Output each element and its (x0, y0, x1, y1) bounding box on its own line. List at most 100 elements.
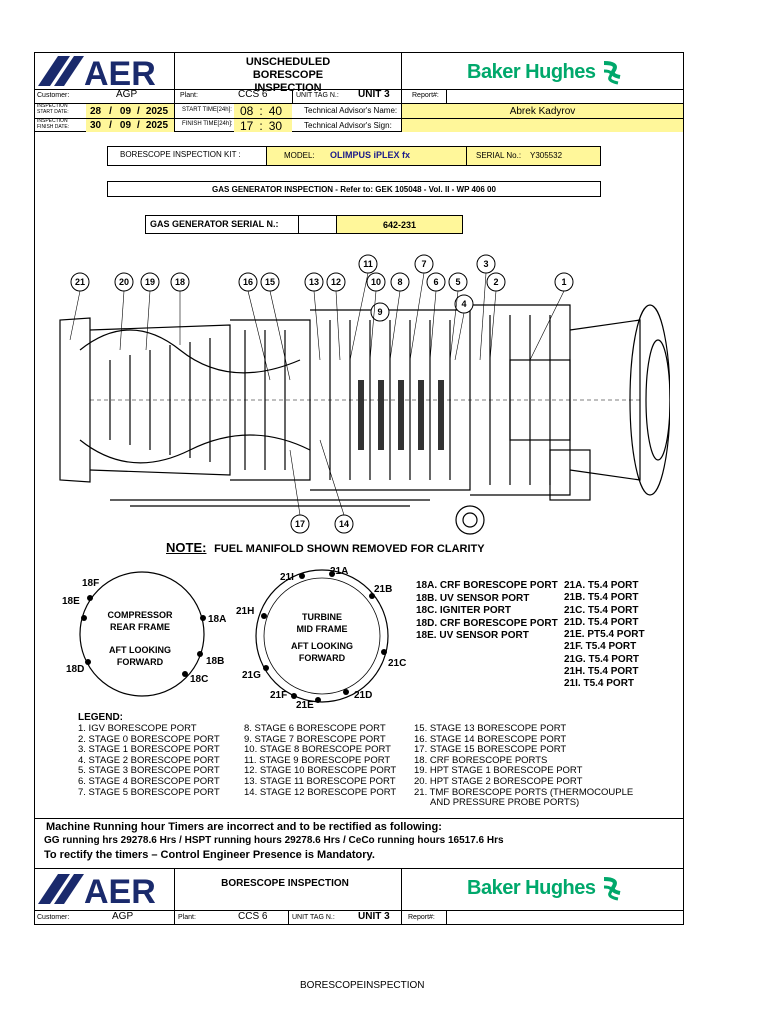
tmf-diagram: 21I 21A 21B 21H 21C 21G 21D 21F 21E TURB… (236, 566, 406, 710)
callout-5: 5 (455, 277, 460, 287)
callout-20: 20 (119, 277, 129, 287)
callout-10: 10 (371, 277, 381, 287)
gg-inspection-reference: GAS GENERATOR INSPECTION - Refer to: GEK… (107, 181, 601, 197)
finish-hour: 17 (240, 118, 254, 133)
port-21b: 21B (374, 584, 392, 595)
callout-7: 7 (421, 259, 426, 269)
port-21e: 21E (296, 700, 314, 710)
start-minute: 40 (268, 104, 283, 118)
footer-customer-value: AGP (112, 911, 134, 922)
footer-title: BORESCOPE INSPECTION (221, 877, 349, 889)
callout-3: 3 (483, 259, 488, 269)
port-18e-desc: 18E. UV SENSOR PORT (416, 630, 529, 641)
start-time-label: START TIME[24h]: (182, 107, 232, 113)
page-footer: BORESCOPEINSPECTION (300, 980, 425, 991)
legend-title: LEGEND: (78, 712, 123, 723)
port-18a-desc: 18A. CRF BORESCOPE PORT (416, 580, 558, 591)
finish-date-label: INSPECTION FINISH DATE: (37, 118, 70, 130)
tmf-sub-2: FORWARD (299, 653, 346, 663)
port-18c: 18C (190, 674, 208, 685)
remarks: Machine Running hour Timers are incorrec… (44, 820, 504, 862)
port-21i: 21I (280, 572, 294, 583)
crf-sub-2: FORWARD (117, 657, 164, 667)
callout-12: 12 (331, 277, 341, 287)
port-18d-desc: 18D. CRF BORESCOPE PORT (416, 617, 558, 629)
footer-unit-tag-value: UNIT 3 (358, 911, 390, 922)
aer-logo: AER (36, 54, 174, 88)
footer-customer-label: Customer: (37, 914, 70, 921)
note-text: FUEL MANIFOLD SHOWN REMOVED FOR CLARITY (214, 543, 485, 555)
remarks-line-1: Machine Running hour Timers are incorrec… (46, 821, 442, 833)
callout-6: 6 (433, 277, 438, 287)
callout-4: 4 (461, 299, 466, 309)
start-month: 09 (119, 105, 132, 117)
plant-value: CCS 6 (238, 89, 268, 100)
customer-value: AGP (116, 89, 138, 100)
port-18e: 18E (62, 596, 80, 607)
start-hour: 08 (240, 104, 254, 118)
start-year: 2025 (145, 105, 169, 117)
port-21g: 21G (242, 670, 261, 681)
callout-21: 21 (75, 277, 85, 287)
port-21f: 21F (270, 690, 287, 701)
ports-21-list: 21A. T5.4 PORT 21B. T5.4 PORT 21C. T5.4 … (564, 580, 645, 690)
baker-hughes-icon (603, 61, 620, 85)
crf-sub-1: AFT LOOKING (109, 645, 171, 655)
crf-title-2: REAR FRAME (110, 622, 170, 632)
callout-18: 18 (175, 277, 185, 287)
footer-report-label: Report#: (408, 914, 435, 921)
gg-serial-value: 642-231 (337, 216, 462, 233)
kit-label: BORESCOPE INSPECTION KIT : (120, 150, 241, 159)
footer-baker-hughes-logo: Baker Hughes (467, 874, 627, 902)
callout-9: 9 (377, 307, 382, 317)
footer-plant-label: Plant: (178, 914, 196, 921)
finish-day: 30 (90, 120, 102, 131)
advisor-sign-field[interactable] (402, 119, 683, 132)
finish-time-label: FINISH TIME[24h]: (182, 121, 233, 127)
tmf-title-2: MID FRAME (297, 624, 348, 634)
callout-1: 1 (561, 277, 566, 287)
port-18b-desc: 18B. UV SENSOR PORT (416, 592, 530, 604)
svg-text:AER: AER (84, 873, 156, 906)
callout-19: 19 (145, 277, 155, 287)
port-21d: 21D (354, 690, 372, 701)
footer-aer-logo-mark: AER (38, 873, 156, 911)
port-18f: 18F (82, 578, 99, 589)
advisor-sign-label: Technical Advisor's Sign: (304, 121, 392, 130)
tmf-title-1: TURBINE (302, 612, 342, 622)
model-label: MODEL: (284, 151, 315, 160)
customer-label: Customer: (37, 92, 70, 99)
engine-diagram: 21 20 19 18 16 15 13 12 11 10 9 8 7 6 5 … (59, 254, 670, 535)
plant-label: Plant: (180, 92, 198, 99)
callout-16: 16 (243, 277, 253, 287)
port-21c: 21C (388, 658, 406, 669)
port-21h: 21H (236, 606, 254, 617)
callout-13: 13 (309, 277, 319, 287)
aer-logo-mark: AER (38, 55, 156, 88)
baker-hughes-text: Baker Hughes (467, 60, 596, 83)
port-18a: 18A (208, 614, 226, 625)
remarks-line-3: To rectify the timers – Control Engineer… (44, 849, 375, 861)
baker-hughes-logo: Baker Hughes (467, 58, 627, 86)
advisor-name-label: Technical Advisor's Name: (304, 106, 398, 115)
callout-8: 8 (397, 277, 402, 287)
gg-serial-label: GAS GENERATOR SERIAL N.: (150, 219, 279, 229)
report-label: Report#: (412, 92, 439, 99)
callout-17: 17 (295, 519, 305, 529)
remarks-line-2: GG running hrs 29278.6 Hrs / HSPT runnin… (44, 835, 504, 846)
footer-header-block (34, 868, 684, 925)
ports-18-list: 18A. CRF BORESCOPE PORT 18B. UV SENSOR P… (416, 580, 558, 643)
aer-logo-text: AER (84, 55, 156, 88)
footer-unit-tag-label: UNIT TAG N.: (292, 914, 335, 921)
advisor-name-value: Abrek Kadyrov (402, 104, 683, 118)
callout-15: 15 (265, 277, 275, 287)
crf-title-1: COMPRESSOR (107, 610, 173, 620)
finish-month: 09 (119, 120, 132, 131)
callout-2: 2 (493, 277, 498, 287)
serial-value: Y305532 (530, 151, 563, 160)
model-value: OLIMPUS iPLEX fx (330, 150, 411, 160)
finish-minute: 30 (268, 118, 283, 133)
